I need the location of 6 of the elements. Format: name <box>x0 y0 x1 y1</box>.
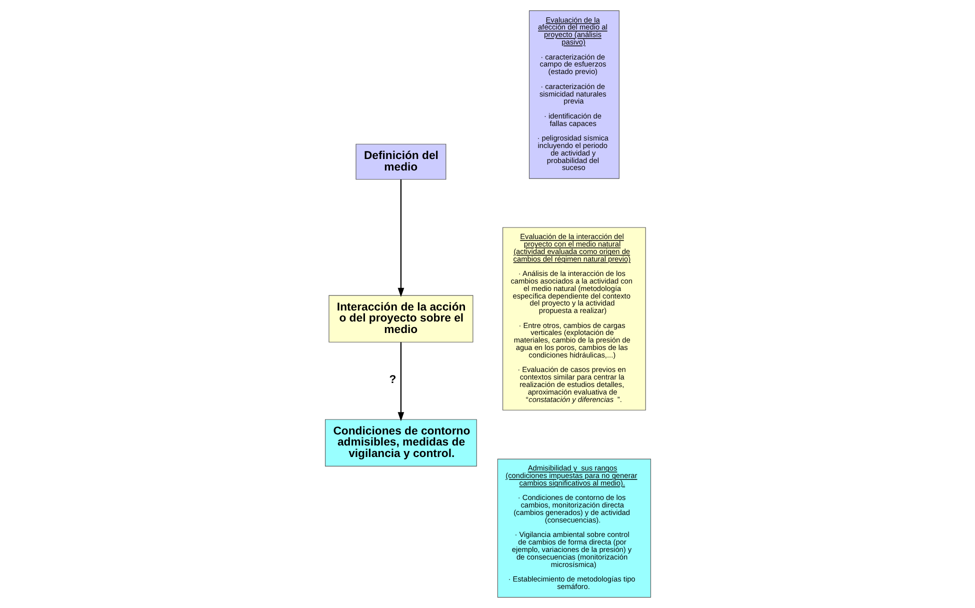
edge-label: ? <box>388 374 396 386</box>
node-box: Condiciones de contorno admisibles, medidas de vigilancia y control. <box>324 419 476 466</box>
node-box: Definición del medio <box>355 144 446 180</box>
arrow <box>397 180 404 298</box>
arrow <box>397 342 404 422</box>
node-box: Interacción de la acción o del proyecto sobre el medio <box>328 295 473 342</box>
